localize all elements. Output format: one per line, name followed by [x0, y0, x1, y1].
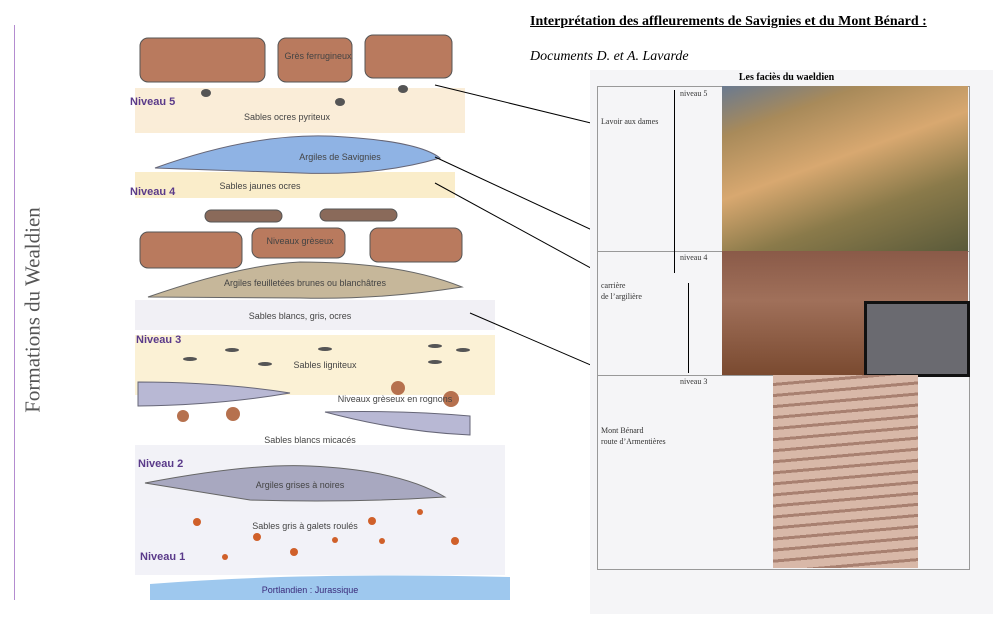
site-mont-benard: Mont Bénard route d’Armentières — [601, 425, 666, 447]
range-arrow-5-4 — [674, 90, 675, 273]
panel-title: Les faciès du waeldien — [738, 72, 835, 83]
photo-lavoir — [722, 86, 968, 251]
level-1: Niveau 1 — [140, 551, 186, 563]
site-mont-benard-line2: route d’Armentières — [601, 437, 666, 446]
gres-block — [277, 37, 353, 83]
layer-argiles-savignies: Argiles de Savignies — [299, 152, 381, 162]
argiles-feuilletees-lens — [147, 261, 464, 299]
niveau-4-label: niveau 4 — [680, 253, 708, 262]
side-rule — [14, 25, 15, 600]
photo-inset — [864, 301, 970, 377]
layer-sables-jaunes: Sables jaunes ocres — [219, 181, 301, 191]
layer-sables-ocres: Sables ocres pyriteux — [243, 112, 331, 122]
argiles-grises-lens — [144, 465, 447, 502]
header-credit: Documents D. et A. Lavarde — [530, 49, 689, 64]
layer-rognons: Niveaux grèseux en rognons — [337, 394, 453, 404]
grey-lens-right — [324, 411, 471, 436]
layer-portlandien: Portlandien : Jurassique — [261, 585, 359, 595]
layer-gres-ferrugineux: Grès ferrugineux — [284, 51, 352, 61]
gres-bar — [204, 209, 283, 223]
gres-block — [139, 231, 243, 269]
site-argiliere: carrière de l’argilière — [601, 280, 642, 302]
site-lavoir: Lavoir aux dames — [601, 117, 659, 126]
gres-block — [251, 227, 346, 259]
level-4: Niveau 4 — [130, 186, 176, 198]
gres-block — [364, 34, 453, 79]
gres-bar — [319, 208, 398, 222]
site-mont-benard-line1: Mont Bénard — [601, 426, 644, 435]
level-3: Niveau 3 — [136, 334, 182, 346]
gres-block — [369, 227, 463, 263]
portlandien-band — [150, 575, 510, 600]
niveau-5-label: niveau 5 — [680, 89, 708, 98]
grey-lens-left — [137, 381, 291, 407]
gres-block — [139, 37, 266, 83]
facies-panel: Les faciès du waeldien niveau 5 niveau 4… — [590, 70, 993, 614]
argiles-savignies-lens — [154, 135, 442, 174]
niveau-3-label: niveau 3 — [680, 377, 708, 386]
layer-argiles-feuilletees: Argiles feuilletées brunes ou blanchâtre… — [223, 278, 387, 288]
header-title: Interprétation des affleurements de Savi… — [530, 14, 927, 29]
layer-sables-blancs-gris: Sables blancs, gris, ocres — [248, 311, 352, 321]
level-2: Niveau 2 — [138, 458, 184, 470]
range-arrow-4-3 — [688, 283, 689, 373]
layer-sables-micaces: Sables blancs micacés — [264, 435, 356, 445]
photo-mont-benard — [773, 375, 918, 568]
layer-argiles-grises: Argiles grises à noires — [255, 480, 345, 490]
layer-sables-galets: Sables gris à galets roulés — [252, 521, 358, 531]
site-argiliere-line2: de l’argilière — [601, 292, 642, 301]
layer-niveaux-greseux: Niveaux grèseux — [266, 236, 334, 246]
level-5: Niveau 5 — [130, 96, 176, 108]
photo-argiliere — [722, 251, 970, 377]
site-argiliere-line1: carrière — [601, 281, 626, 290]
layer-sables-ligniteux: Sables ligniteux — [293, 360, 357, 370]
